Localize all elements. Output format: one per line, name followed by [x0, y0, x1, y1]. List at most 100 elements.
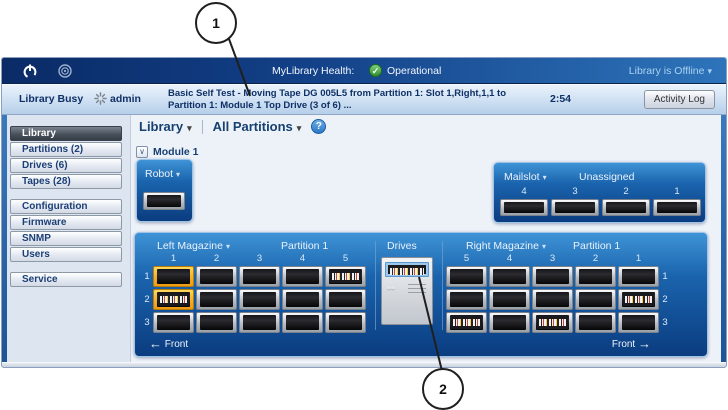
- tape-drive[interactable]: ↔: [381, 257, 433, 325]
- magazine-slot-empty[interactable]: [618, 266, 659, 287]
- tape-cartridge-in-drive[interactable]: [388, 265, 426, 275]
- magazine-slot-with-tape[interactable]: [446, 312, 487, 333]
- magazine-slot-empty[interactable]: [325, 289, 366, 310]
- magazine-slot-empty[interactable]: [653, 199, 701, 216]
- right-magazine-dropdown[interactable]: Right Magazine▾: [466, 240, 546, 252]
- magazine-slot-empty[interactable]: [618, 312, 659, 333]
- mailslot-dropdown[interactable]: Mailslot▾: [504, 171, 547, 183]
- busy-spinner-icon: [94, 92, 107, 105]
- sidebar-item-tapes-28[interactable]: Tapes (28): [10, 174, 122, 189]
- sidebar-item-service[interactable]: Service: [10, 272, 122, 287]
- collapse-chevron-icon[interactable]: ∨: [136, 146, 148, 158]
- magazine-slot-empty[interactable]: [489, 312, 530, 333]
- activity-log-button[interactable]: Activity Log: [643, 90, 715, 109]
- slot-bay: [157, 269, 190, 284]
- column-label: 4: [299, 253, 306, 264]
- slot-bay: [329, 269, 362, 284]
- slot-bay: [493, 315, 526, 330]
- module-1-collapse-toggle[interactable]: ∨ Module 1: [136, 146, 199, 158]
- sidebar-item-firmware[interactable]: Firmware: [10, 215, 122, 230]
- magazine-slot-with-tape[interactable]: [532, 312, 573, 333]
- column-label: 3: [549, 253, 556, 264]
- column-label: 1: [170, 253, 177, 264]
- sidebar-item-library[interactable]: Library: [10, 126, 122, 141]
- magazine-slot-empty[interactable]: [446, 289, 487, 310]
- chevron-down-icon: ▾: [542, 173, 547, 182]
- logged-in-user: admin: [110, 93, 141, 105]
- magazine-slot-empty[interactable]: [196, 312, 237, 333]
- mailslot-number: 1: [674, 186, 680, 197]
- left-magazine-dropdown[interactable]: Left Magazine▾: [157, 240, 230, 252]
- column-label: 5: [463, 253, 470, 264]
- magazine-slot-empty[interactable]: [489, 289, 530, 310]
- magazine-slot-empty[interactable]: [239, 266, 280, 287]
- section-divider: [375, 241, 376, 330]
- column-label: 1: [635, 253, 642, 264]
- help-icon[interactable]: ?: [311, 119, 327, 134]
- tape-cartridge[interactable]: [623, 293, 654, 306]
- magazine-slot-empty[interactable]: [239, 289, 280, 310]
- library-offline-dropdown[interactable]: Library is Offline▾: [629, 65, 712, 77]
- library-menu-label: Library: [139, 119, 184, 134]
- tape-cartridge[interactable]: [537, 316, 568, 329]
- beacon-icon[interactable]: [57, 63, 73, 79]
- magazine-slot-empty[interactable]: [325, 312, 366, 333]
- robot-slot[interactable]: [143, 192, 185, 210]
- magazine-slot-empty[interactable]: [532, 289, 573, 310]
- magazine-slot-empty[interactable]: [489, 266, 530, 287]
- magazine-slot-empty[interactable]: [282, 266, 323, 287]
- magazine-slot-empty[interactable]: [551, 199, 599, 216]
- main-content: Library▾ All Partitions▾ ? ∨ Module 1 Ro…: [131, 115, 721, 367]
- sidebar-item-users[interactable]: Users: [10, 247, 122, 262]
- drive-transfer-arrow-icon: ↔: [385, 279, 397, 293]
- magazine-slot-empty[interactable]: [575, 266, 616, 287]
- health-label: MyLibrary Health:: [272, 65, 355, 77]
- magazine-slot-empty[interactable]: [602, 199, 650, 216]
- tape-cartridge[interactable]: [158, 293, 189, 306]
- magazine-slot-with-tape[interactable]: [325, 266, 366, 287]
- magazine-slot-empty[interactable]: [239, 312, 280, 333]
- callout-1-number: 1: [212, 15, 220, 31]
- partition-filter-dropdown[interactable]: All Partitions▾: [213, 119, 302, 134]
- slot-bay: [329, 315, 362, 330]
- magazine-slot-empty[interactable]: [532, 266, 573, 287]
- robot-dropdown[interactable]: Robot▾: [145, 168, 180, 180]
- status-message: Basic Self Test - Moving Tape DG 005L5 f…: [168, 88, 506, 112]
- magazine-slot-empty[interactable]: [196, 289, 237, 310]
- chevron-down-icon: ▾: [187, 123, 192, 133]
- magazine-row: 1: [446, 266, 669, 287]
- magazine-slot-empty[interactable]: [282, 289, 323, 310]
- sidebar-item-drives-6[interactable]: Drives (6): [10, 158, 122, 173]
- sidebar-item-partitions-2[interactable]: Partitions (2): [10, 142, 122, 157]
- row-label: 3: [144, 317, 150, 328]
- magazine-slot-empty[interactable]: [575, 312, 616, 333]
- library-menu-dropdown[interactable]: Library▾: [139, 119, 192, 134]
- column-label: 5: [342, 253, 349, 264]
- magazine-slot-empty[interactable]: [575, 289, 616, 310]
- sidebar-item-snmp[interactable]: SNMP: [10, 231, 122, 246]
- magazine-slot-with-tape[interactable]: [153, 289, 194, 310]
- magazine-slot-empty[interactable]: [500, 199, 548, 216]
- magazine-slot-empty[interactable]: [153, 266, 194, 287]
- chevron-down-icon: ▾: [541, 242, 546, 251]
- drive-slot-loaded[interactable]: [385, 262, 429, 277]
- slot-bay: [622, 315, 655, 330]
- tape-cartridge[interactable]: [330, 270, 361, 283]
- magazine-slot-empty[interactable]: [282, 312, 323, 333]
- magazine-slot-with-tape[interactable]: [618, 289, 659, 310]
- power-icon[interactable]: [22, 63, 38, 79]
- front-label: Front: [164, 339, 189, 350]
- magazine-slot-empty[interactable]: [153, 312, 194, 333]
- magazine-row: 2: [446, 289, 669, 310]
- menu-separator: [201, 119, 203, 134]
- tape-cartridge[interactable]: [451, 316, 482, 329]
- arrow-right-icon: →: [638, 336, 651, 351]
- magazine-slot-empty[interactable]: [446, 266, 487, 287]
- sidebar-item-configuration[interactable]: Configuration: [10, 199, 122, 214]
- magazine-slot-empty[interactable]: [196, 266, 237, 287]
